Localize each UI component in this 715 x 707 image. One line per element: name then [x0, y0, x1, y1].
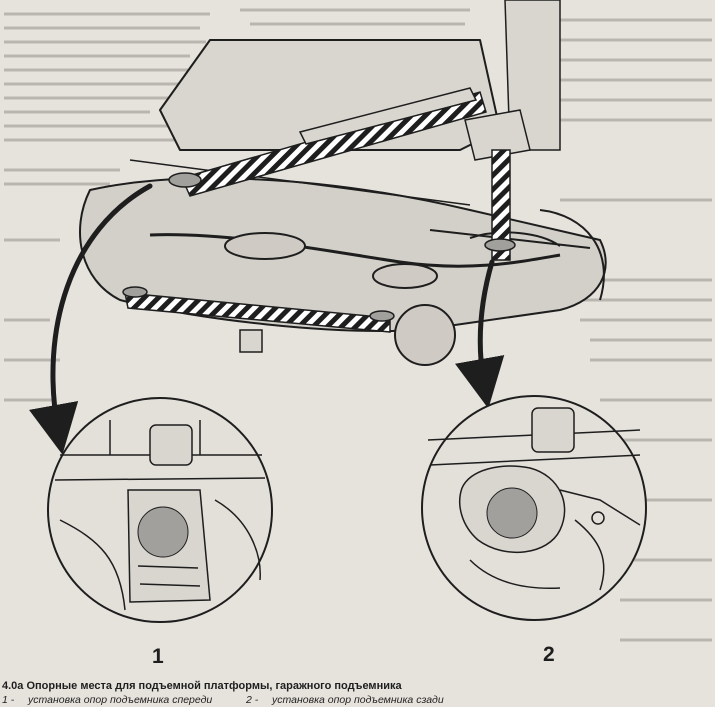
front-muffler: [224, 232, 306, 260]
callout-number-1: 1: [152, 645, 164, 668]
front-support-pad-marker: [137, 506, 189, 558]
lift-pad-front: [168, 172, 202, 188]
car-underbody: [79, 39, 607, 366]
detail-circle-front: [47, 397, 273, 623]
legend-item-1-text: установка опор подъемника спереди: [28, 694, 213, 706]
detail-arrows: [28, 183, 505, 455]
wheel-arch: [539, 209, 605, 301]
callout-number-2: 2: [543, 643, 555, 666]
legend-item-2-number: 2 -: [246, 694, 259, 706]
detail-circle-rear: [421, 395, 647, 621]
exhaust-pipe: [149, 233, 561, 268]
floor-pan: [79, 177, 607, 332]
lift-pad-rear: [484, 238, 516, 252]
figure-caption-title: 4.0а Опорные места для подъемной платфор…: [2, 680, 402, 692]
legend-item-2: 2 - установка опор подъемника сзади: [246, 694, 444, 706]
right-text-column: [520, 18, 712, 642]
rear-support-pad-marker: [486, 487, 538, 539]
left-text-column: [4, 12, 210, 402]
garage-jack-beam: [124, 292, 391, 333]
jack-pad-right: [369, 310, 395, 322]
rear-wheel: [394, 304, 456, 366]
lift-post-rear: [491, 149, 511, 261]
sill-bracket-rear: [531, 407, 575, 453]
garage-jack-post: [239, 329, 263, 353]
body-crease: [129, 159, 471, 206]
lift-equipment: [122, 0, 561, 353]
arrow-to-detail-2: [455, 259, 505, 409]
arrow-to-detail-1: [28, 183, 153, 455]
background-text-columns: [4, 8, 712, 642]
legend-item-1-number: 1 -: [2, 694, 15, 706]
rear-muffler: [372, 263, 438, 289]
lift-column-leg: [464, 109, 531, 161]
jack-pad-left: [122, 286, 148, 298]
lift-arm-rail: [298, 87, 478, 145]
legend-item-2-text: установка опор подъемника сзади: [272, 694, 444, 706]
sill-bracket-front: [149, 424, 193, 466]
legend-item-1: 1 - установка опор подъемника спереди: [2, 694, 212, 706]
